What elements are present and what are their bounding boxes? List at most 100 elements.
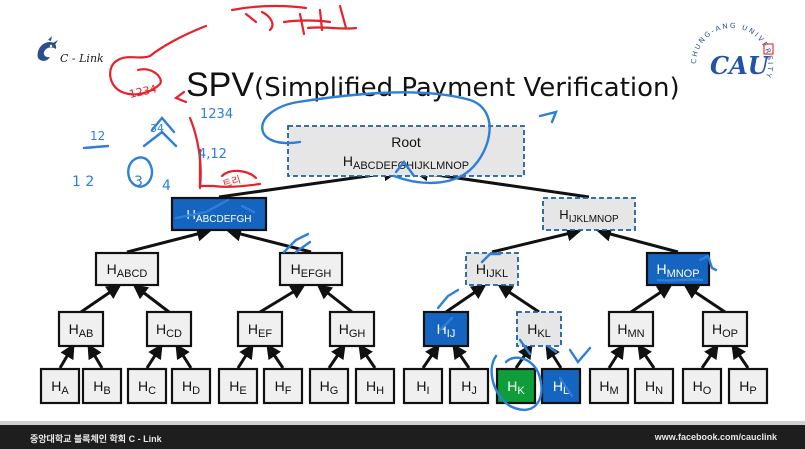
node-box [262,367,304,405]
node-label-base: H [156,321,166,337]
node-label-base: H [437,321,447,337]
footer-strip [0,421,805,425]
node-label-sub: H [376,385,384,397]
node-label-sub: C [148,385,156,397]
node-label-sub: J [471,385,477,397]
footer-facebook-link[interactable]: www.facebook.com/cauclink [654,432,777,442]
node-label: HN [645,378,663,397]
node-box [57,310,105,348]
node-label-base: H [645,378,655,394]
node-box [633,367,675,405]
node-label-base: H [416,378,426,394]
node-label: HM [599,378,618,397]
tree-edge [445,284,487,314]
tree-edge [452,343,471,369]
node-label-sub: A [61,385,69,397]
node-label: HIJKL [476,261,508,280]
node-box [681,367,723,405]
node-label-base: H [107,261,117,277]
node-label-sub: ABCD [117,268,148,280]
node-label-sub: P [749,385,756,397]
node-label: HKL [527,321,551,340]
node-label-sub: MN [628,328,645,340]
tree-edge [421,343,440,369]
node-label-base: H [248,321,258,337]
tree-edge [545,343,563,369]
node-label: HOP [712,321,738,340]
node-label: HCD [156,321,182,340]
node-label-sub: K [517,385,525,397]
node-box [39,367,81,405]
node-box [448,367,490,405]
tree-edge [145,343,163,369]
node-ijklmnop: HIJKLMNOP [542,197,636,231]
leaf-node-h: HH [354,367,396,405]
node-label: HI [416,378,429,397]
tree-edge [87,343,104,369]
node-ijkl: HIJKL [465,252,519,286]
node-label-sub: F [285,385,292,397]
node-label-base: H [51,378,61,394]
node-label-sub: N [655,385,663,397]
node-label: HMN [617,321,644,340]
node-box [217,367,259,405]
tree-edge [80,284,122,314]
node-label-sub: EF [258,328,272,340]
node-mnop: HMNOP [645,251,711,287]
node-label-base: H [339,321,349,337]
node-label-base: H [527,321,537,337]
node-mn: HMN [607,310,655,348]
node-label: HP [739,378,756,397]
node-box [607,310,655,348]
node-label-base: H [656,261,666,277]
node-label: HD [182,378,200,397]
leaf-node-b: HB [81,367,123,405]
node-box [145,310,193,348]
node-abcd: HABCD [94,251,160,287]
tree-edge [731,343,750,369]
tree-edge [226,226,312,254]
node-label-sub: I [427,385,430,397]
node-label-base: H [461,378,471,394]
tree-edge [259,284,306,314]
node-box [328,310,376,348]
node-label-sub: G [330,385,339,397]
node-op: HOP [701,310,749,348]
node-label-base: H [507,378,517,394]
node-label-sub: O [703,385,712,397]
node-kl: HKL [516,311,562,347]
node-label: HE [229,378,246,397]
node-label-base: H [187,207,196,222]
leaf-node-l: HL [540,367,582,405]
node-label-base: H [182,378,192,394]
node-label-base: H [476,261,486,277]
tree-edge [358,343,377,369]
node-label-base: H [320,378,330,394]
node-label-base: H [343,153,353,169]
footer-club-name: 중앙대학교 블록체인 학회 C - Link [30,434,162,444]
leaf-node-d: HD [170,367,212,405]
node-label-sub: IJKL [486,268,508,280]
node-cd: HCD [145,310,193,348]
tree-edge [607,343,625,369]
tree-edge [316,284,353,314]
node-label-base: H [739,378,749,394]
tree-edge [236,343,254,369]
node-label-sub: KL [537,328,550,340]
node-label-base: H [559,207,568,222]
node-label-sub: MNOP [667,268,700,280]
node-box [727,367,769,405]
node-efgh: HEFGH [278,251,344,287]
node-box [170,367,212,405]
node-label-sub: M [609,385,618,397]
node-box [126,367,168,405]
tree-edge [637,343,656,369]
leaf-node-g: HG [308,367,350,405]
node-label-base: H [553,378,563,394]
leaf-node-c: HC [126,367,168,405]
tree-edge [596,226,679,254]
node-box [588,367,630,405]
tree-edge [700,343,719,369]
leaf-node-m: HM [588,367,630,405]
